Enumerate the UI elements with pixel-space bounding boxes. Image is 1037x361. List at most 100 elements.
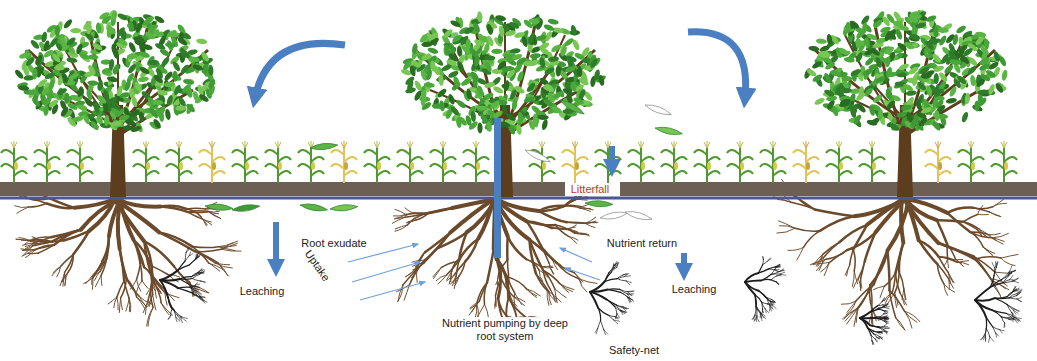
root xyxy=(195,251,216,263)
root xyxy=(772,300,775,302)
root xyxy=(186,248,189,252)
root xyxy=(147,307,153,326)
tree-leaf xyxy=(463,25,475,35)
root xyxy=(1003,280,1010,283)
tree-leaf xyxy=(95,22,101,33)
crop-leaf xyxy=(773,171,786,176)
tree-branch xyxy=(505,25,535,128)
root xyxy=(818,254,823,266)
root xyxy=(1013,278,1019,281)
root xyxy=(470,301,479,308)
crop-tassel xyxy=(44,141,50,148)
root xyxy=(885,317,888,319)
root xyxy=(1013,319,1019,321)
tree-leaf xyxy=(55,25,60,36)
tree-leaf xyxy=(34,54,44,66)
crop-leaf xyxy=(133,150,146,155)
root xyxy=(994,267,996,275)
crop-plant xyxy=(694,141,720,183)
root xyxy=(745,280,761,282)
root xyxy=(509,297,527,318)
crop-leaf xyxy=(971,157,984,162)
crop-leaf xyxy=(476,157,489,162)
crop-leaf xyxy=(14,157,27,162)
crop-plant xyxy=(1,141,27,183)
root xyxy=(148,307,153,326)
crop-plant xyxy=(133,141,159,183)
root xyxy=(904,289,906,300)
crop-leaf xyxy=(179,171,192,176)
root xyxy=(1001,258,1015,266)
root xyxy=(508,236,527,259)
root xyxy=(450,271,451,281)
tree-leaf xyxy=(148,106,159,118)
tree xyxy=(400,11,607,197)
root xyxy=(628,292,632,296)
tree-leaf xyxy=(41,31,48,43)
root xyxy=(1007,291,1013,296)
crop-leaf xyxy=(826,150,839,155)
root xyxy=(614,261,617,265)
root xyxy=(779,221,795,228)
tree-leaf xyxy=(130,125,142,133)
root xyxy=(395,225,407,231)
tree-leaf xyxy=(66,57,78,64)
root xyxy=(938,243,973,256)
root xyxy=(776,282,778,284)
root xyxy=(539,270,543,281)
root xyxy=(608,315,614,320)
crop-cob xyxy=(245,162,249,170)
crop-leaf xyxy=(529,164,542,169)
tree-leaf xyxy=(486,35,495,47)
root xyxy=(879,337,882,338)
root xyxy=(529,240,536,274)
root xyxy=(780,272,785,274)
root xyxy=(15,206,29,208)
crop-leaf xyxy=(707,171,720,176)
root xyxy=(189,260,195,265)
root xyxy=(879,327,884,330)
root xyxy=(555,289,566,298)
crop-plant xyxy=(265,141,291,183)
tree-leaf xyxy=(129,108,141,118)
tree-leaf xyxy=(144,31,156,41)
tree-leaf xyxy=(127,63,138,75)
tree-leaf xyxy=(196,38,208,45)
tree-leaf xyxy=(181,83,193,94)
root xyxy=(963,222,979,230)
root xyxy=(880,317,885,319)
root xyxy=(963,222,977,230)
crop-leaf xyxy=(245,171,258,176)
tree-leaf xyxy=(138,76,150,83)
crop-leaf xyxy=(34,150,47,155)
root xyxy=(218,245,236,246)
crop-tassel xyxy=(341,141,347,148)
root xyxy=(765,309,766,313)
crop-cob xyxy=(740,162,744,170)
root xyxy=(1004,323,1005,327)
crop-leaf xyxy=(562,150,575,155)
root xyxy=(623,307,627,309)
crop-leaf xyxy=(443,157,456,162)
root xyxy=(134,240,152,266)
root xyxy=(902,289,904,299)
crop-leaf xyxy=(839,157,852,162)
root xyxy=(939,257,948,272)
tree-branch xyxy=(415,50,505,120)
tree-leaf xyxy=(427,47,439,55)
root xyxy=(772,305,776,309)
tree-leaf xyxy=(192,90,200,102)
tree-leaf xyxy=(164,82,175,88)
root xyxy=(393,214,406,216)
root xyxy=(623,274,627,276)
crop-leaf xyxy=(925,150,938,155)
root xyxy=(879,331,882,332)
root xyxy=(606,299,614,306)
root xyxy=(761,274,771,280)
crop-tassel xyxy=(869,141,875,148)
tree-leaf xyxy=(178,31,184,42)
root xyxy=(169,316,171,320)
tree-leaf xyxy=(104,115,110,126)
root xyxy=(757,316,759,322)
crop-tassel xyxy=(473,141,479,148)
